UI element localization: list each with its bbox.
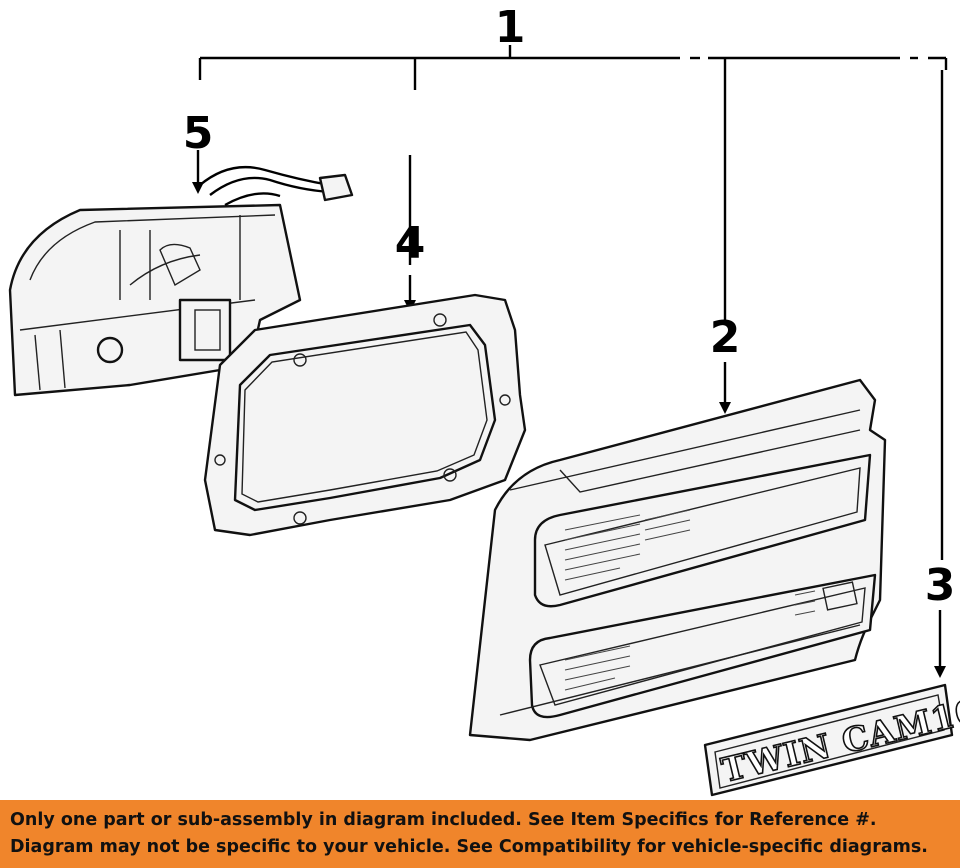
callout-5: 5 <box>183 108 214 159</box>
tail-lamp-lens <box>468 378 887 742</box>
twin-cam-emblem: TWIN CAM16 <box>703 683 960 797</box>
callout-3: 3 <box>925 560 956 611</box>
lamp-socket-harness <box>8 166 354 397</box>
callout-2: 2 <box>710 312 741 363</box>
leader-lines <box>192 45 948 678</box>
callout-1: 1 <box>495 2 526 53</box>
disclaimer-banner: Only one part or sub-assembly in diagram… <box>0 800 960 868</box>
lens-gasket <box>203 293 527 537</box>
parts-diagram: 1 2 3 4 5 <box>8 2 960 797</box>
callout-4: 4 <box>395 218 426 269</box>
disclaimer-line-2: Diagram may not be specific to your vehi… <box>10 837 928 857</box>
disclaimer-line-1: Only one part or sub-assembly in diagram… <box>10 810 877 830</box>
